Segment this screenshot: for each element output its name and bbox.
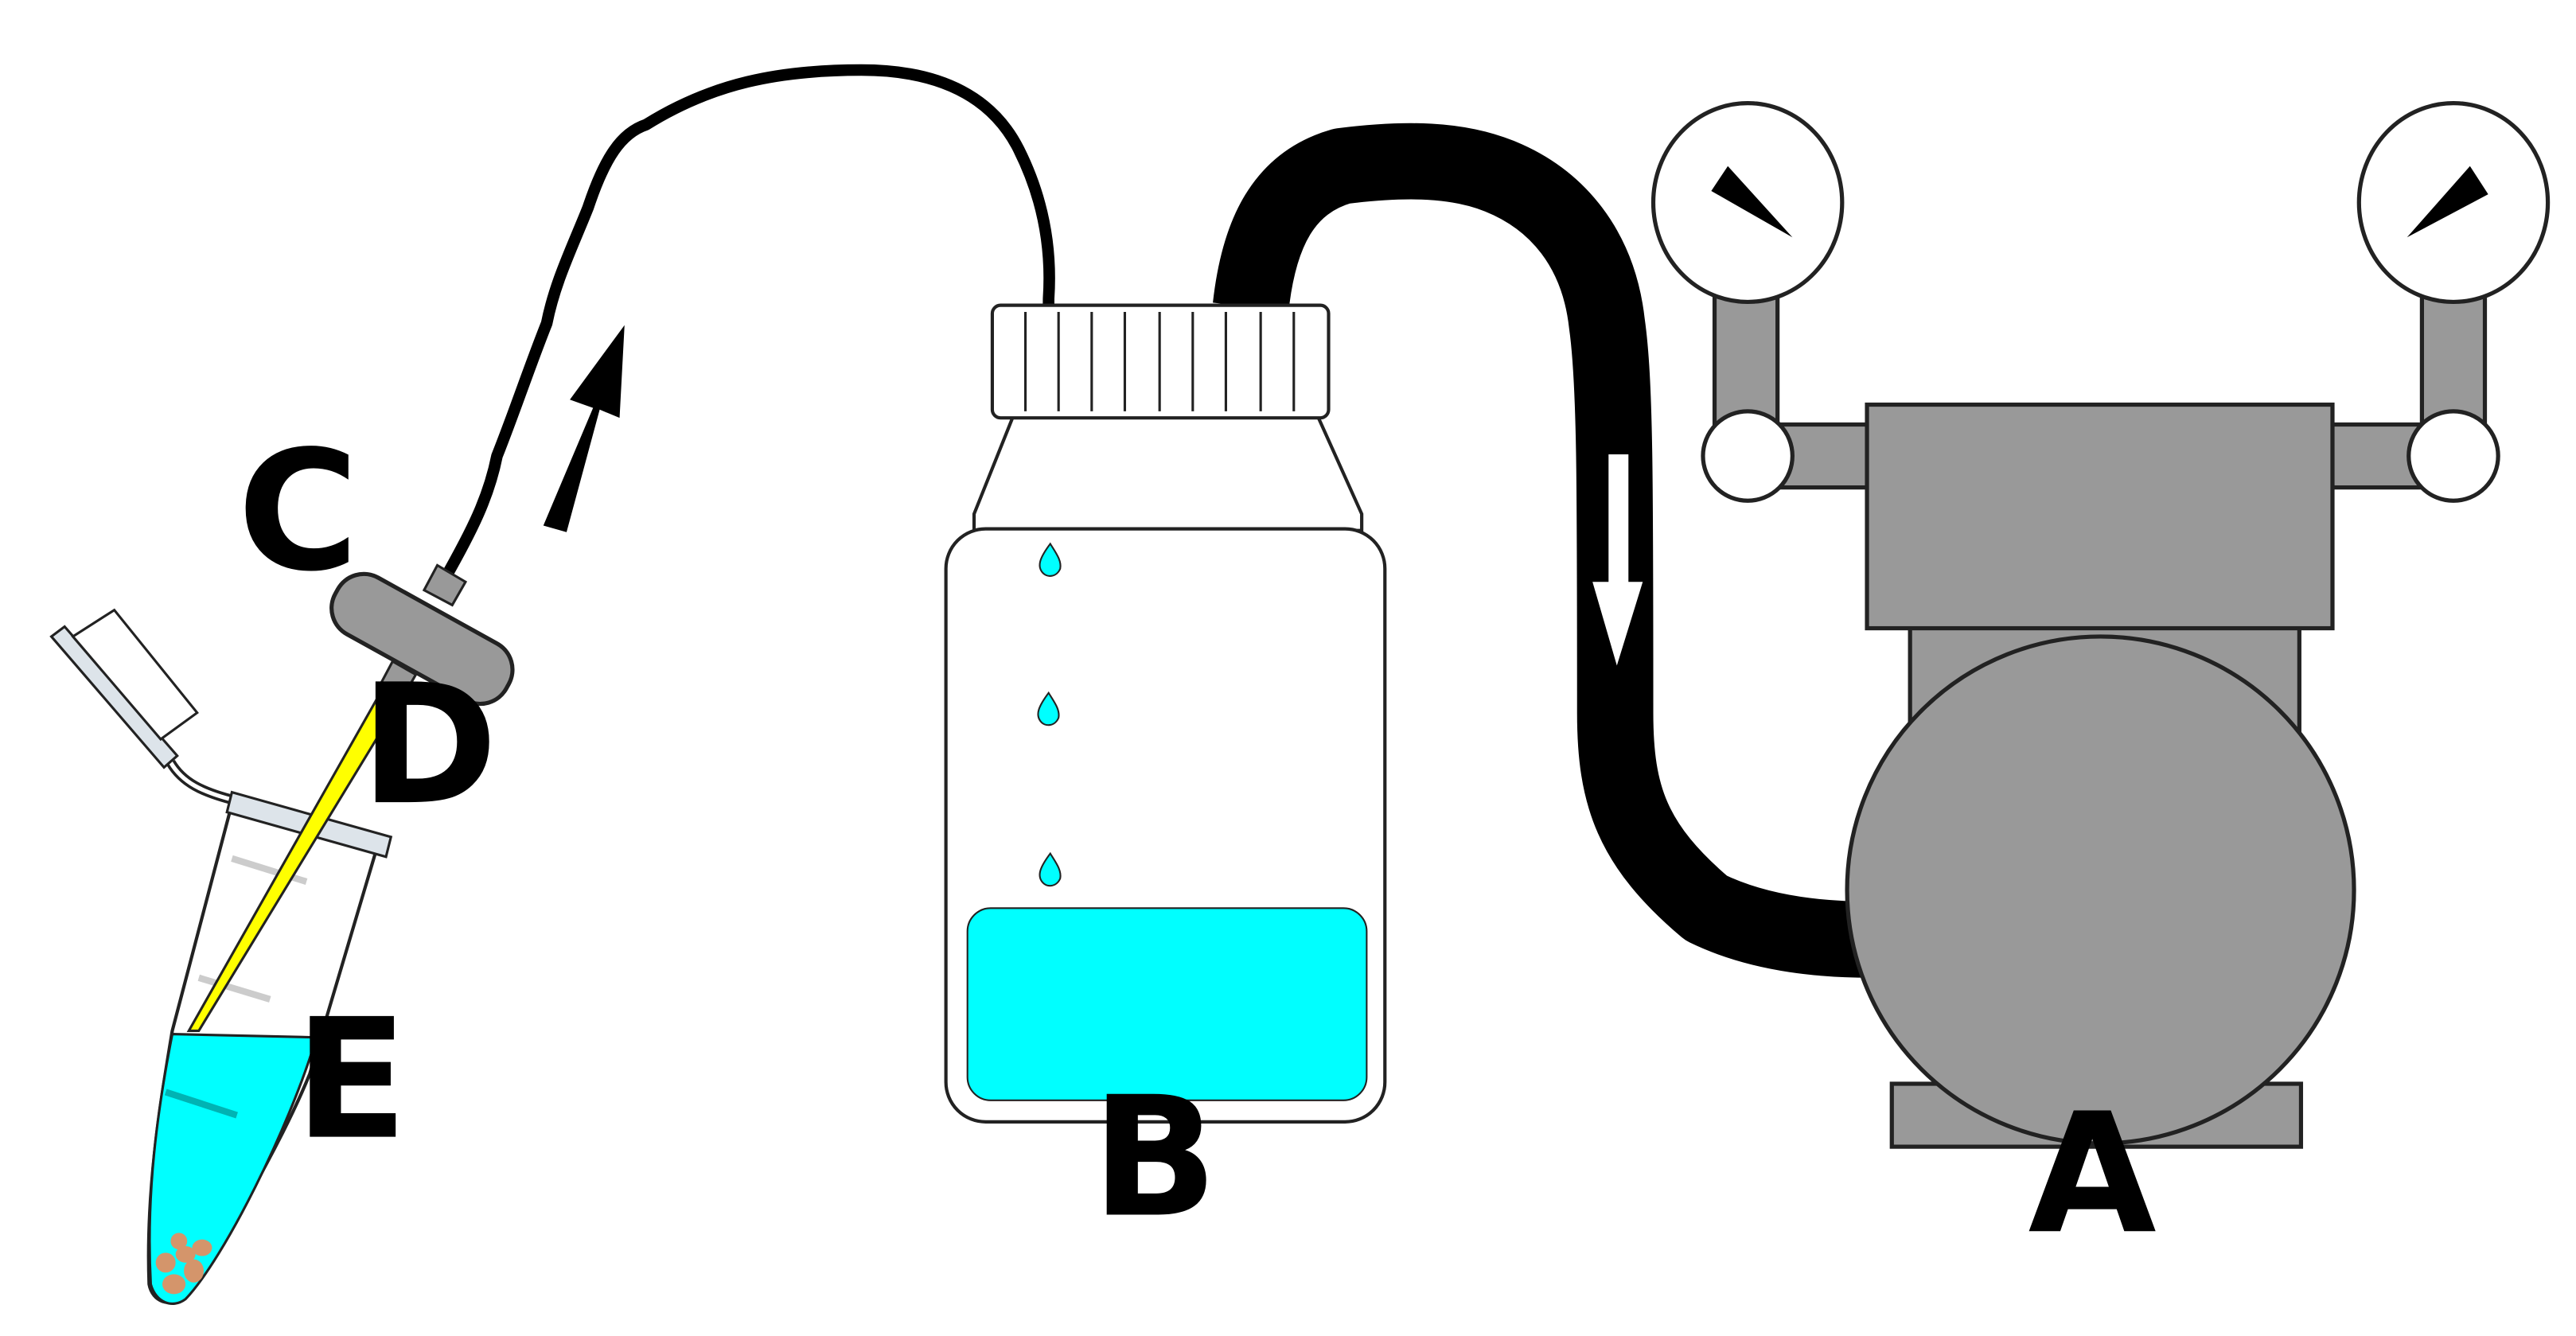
pressure-gauge-icon [1650, 101, 1845, 305]
suction-tube-thin [438, 64, 1055, 586]
flow-arrow-icon [1588, 450, 1647, 677]
label-b: B [1092, 1061, 1218, 1254]
collection-bottle [944, 303, 1387, 1124]
tube-lid [49, 625, 179, 769]
label-d: D [360, 649, 498, 842]
droplet-icon [1039, 542, 1062, 577]
label-c: C [237, 416, 359, 609]
bottle-liquid [966, 907, 1368, 1101]
tube-hinge [166, 759, 237, 806]
centrifuge-tube [49, 608, 393, 1305]
vacuum-hose-thick [1213, 123, 1873, 978]
seeds [155, 1233, 212, 1295]
pressure-gauge-icon [2356, 101, 2551, 305]
syringe-filter [329, 563, 515, 707]
valve-right [2406, 409, 2500, 503]
droplet-icon [1037, 691, 1060, 726]
tube-lid-plug [71, 608, 199, 742]
valve-left [1701, 409, 1795, 503]
tube-graduations [164, 855, 308, 1119]
pump-head [1865, 402, 2335, 631]
tube-hinge-inner [169, 761, 236, 803]
cap-ridges [1023, 311, 1296, 411]
pump-motor [1845, 634, 2356, 1146]
label-a: A [2028, 1078, 2157, 1271]
vacuum-pump [1650, 101, 2551, 1149]
pipette-tip [186, 660, 418, 1032]
label-e: E [294, 984, 407, 1177]
filter-housing [329, 571, 515, 707]
filter-outlet [422, 563, 468, 607]
flow-arrow-icon [543, 325, 625, 532]
droplet-icon [1039, 851, 1062, 887]
bottle-neck [972, 412, 1364, 532]
